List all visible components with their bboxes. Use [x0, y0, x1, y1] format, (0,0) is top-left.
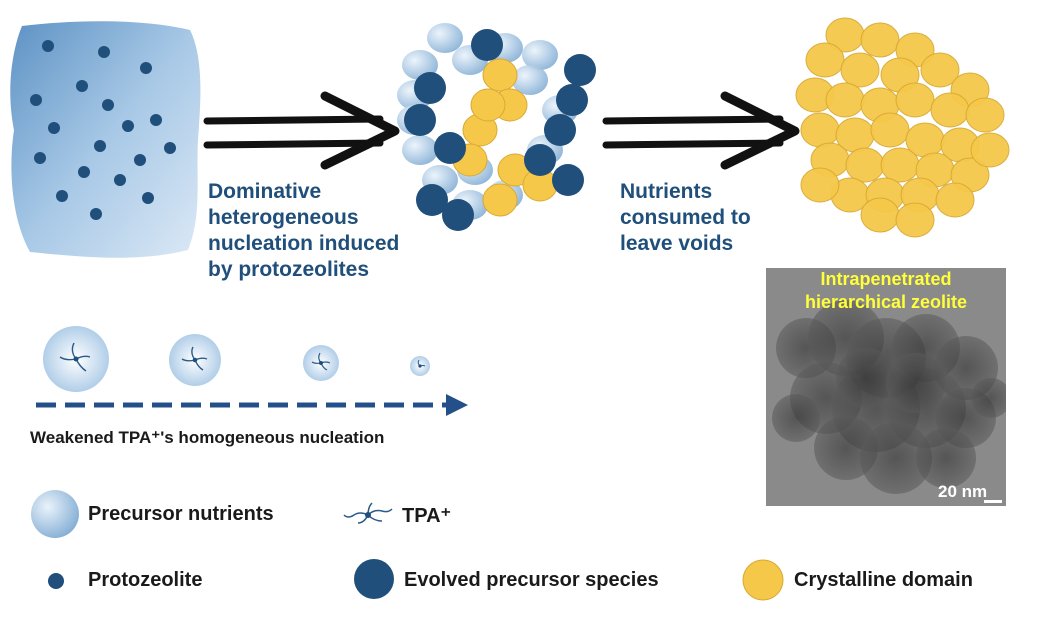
protozeolite-dot [102, 99, 114, 111]
evolved-precursor [404, 104, 436, 136]
tem-particle [860, 422, 932, 494]
tem-particle [916, 428, 976, 488]
tem-particle [971, 378, 1006, 418]
legend-protozeolite-icon [48, 573, 64, 589]
evolved-precursor [552, 164, 584, 196]
protozeolite-dots [30, 40, 176, 220]
evolved-precursor [524, 144, 556, 176]
step1-line: heterogeneous [208, 206, 359, 229]
tpa-sphere-2 [169, 334, 221, 386]
crystalline-domain [800, 167, 840, 203]
tpa-caption: Weakened TPA⁺'s homogeneous nucleation [30, 428, 385, 447]
crystalline-domain [935, 182, 975, 218]
legend-crystalline-label: Crystalline domain [794, 569, 973, 591]
protozeolite-dot [48, 122, 60, 134]
tem-texture [766, 268, 1006, 506]
step2-line: Nutrients [620, 180, 713, 203]
crystalline-domain [825, 82, 865, 118]
crystalline-domain [920, 52, 960, 88]
legend-crystalline-icon [742, 559, 784, 601]
protozeolite-dot [90, 208, 102, 220]
protozeolite-dot [164, 142, 176, 154]
crystalline-domain [965, 97, 1005, 133]
evolved-precursor [442, 199, 474, 231]
step1-line: nucleation induced [208, 232, 400, 255]
legend-precursor-nutrients-label: Precursor nutrients [88, 503, 274, 525]
step1-label: Dominative heterogeneous nucleation indu… [208, 179, 399, 283]
tpa-sphere-4 [410, 356, 430, 376]
process-arrow-2 [602, 91, 800, 170]
crystalline-domain [470, 88, 506, 122]
protozeolite-dot [98, 46, 110, 58]
crystalline-domain [845, 147, 885, 183]
protozeolite-dot [114, 174, 126, 186]
evolved-precursor [471, 29, 503, 61]
crystalline-cluster [795, 17, 1010, 238]
scale-bar [984, 500, 1002, 503]
protozeolite-dot [134, 154, 146, 166]
protozeolite-dot [56, 190, 68, 202]
step2-line: consumed to [620, 206, 751, 229]
protozeolite-dot [42, 40, 54, 52]
tem-particle [772, 394, 820, 442]
crystalline-domain [880, 147, 920, 183]
precursor-sphere [512, 65, 548, 95]
evolved-precursor [556, 84, 588, 116]
crystalline-domain [895, 202, 935, 238]
tem-particle [836, 348, 896, 408]
legend-precursor-nutrients-icon [31, 490, 79, 538]
protozeolite-dot [78, 166, 90, 178]
legend-evolved-species-icon [354, 559, 394, 599]
tem-image: Intrapenetrated hierarchical zeolite 20 … [766, 268, 1006, 506]
tem-title: Intrapenetrated hierarchical zeolite [766, 268, 1006, 314]
crystalline-domain [930, 92, 970, 128]
protozeolite-dot [142, 192, 154, 204]
step1-line: Dominative [208, 180, 322, 203]
crystalline-domain [895, 82, 935, 118]
intermediate-cluster [397, 23, 596, 231]
crystalline-domain [840, 52, 880, 88]
crystalline-domain [800, 112, 840, 148]
crystalline-domain [860, 22, 900, 58]
tpa-sphere-1 [43, 326, 109, 392]
process-arrow-1 [203, 91, 400, 170]
protozeolite-dot [94, 140, 106, 152]
legend-tpa-label: TPA⁺ [402, 505, 452, 527]
legend-protozeolite-label: Protozeolite [88, 569, 203, 591]
precursor-sphere [427, 23, 463, 53]
precursor-sphere [522, 40, 558, 70]
crystalline-domain [870, 112, 910, 148]
evolved-precursor [416, 184, 448, 216]
legend-evolved-species-label: Evolved precursor species [404, 569, 659, 591]
tem-title-line: hierarchical zeolite [804, 292, 968, 312]
protozeolite-dot [30, 94, 42, 106]
evolved-precursor [414, 72, 446, 104]
protozeolite-dot [122, 120, 134, 132]
crystalline-domain [860, 197, 900, 233]
tpa-sphere-3 [303, 345, 339, 381]
dashed-arrow [36, 394, 468, 416]
protozeolite-dot [150, 114, 162, 126]
protozeolite-dot [34, 152, 46, 164]
step1-line: by protozeolites [208, 258, 370, 281]
tem-particle [886, 353, 946, 413]
crystalline-domain [482, 183, 518, 217]
crystalline-domain [482, 58, 518, 92]
protozeolite-dot [140, 62, 152, 74]
scale-bar-label: 20 nm [938, 482, 988, 501]
protozeolite-dot [76, 80, 88, 92]
evolved-precursor [434, 132, 466, 164]
evolved-precursor [544, 114, 576, 146]
step2-line: leave voids [620, 232, 734, 255]
crystalline-domain [805, 42, 845, 78]
evolved-precursor [564, 54, 596, 86]
tem-title-line: Intrapenetrated [820, 269, 952, 289]
step2-label: Nutrients consumed to leave voids [620, 179, 751, 257]
precursor-sphere [402, 135, 438, 165]
crystalline-domain [970, 132, 1010, 168]
